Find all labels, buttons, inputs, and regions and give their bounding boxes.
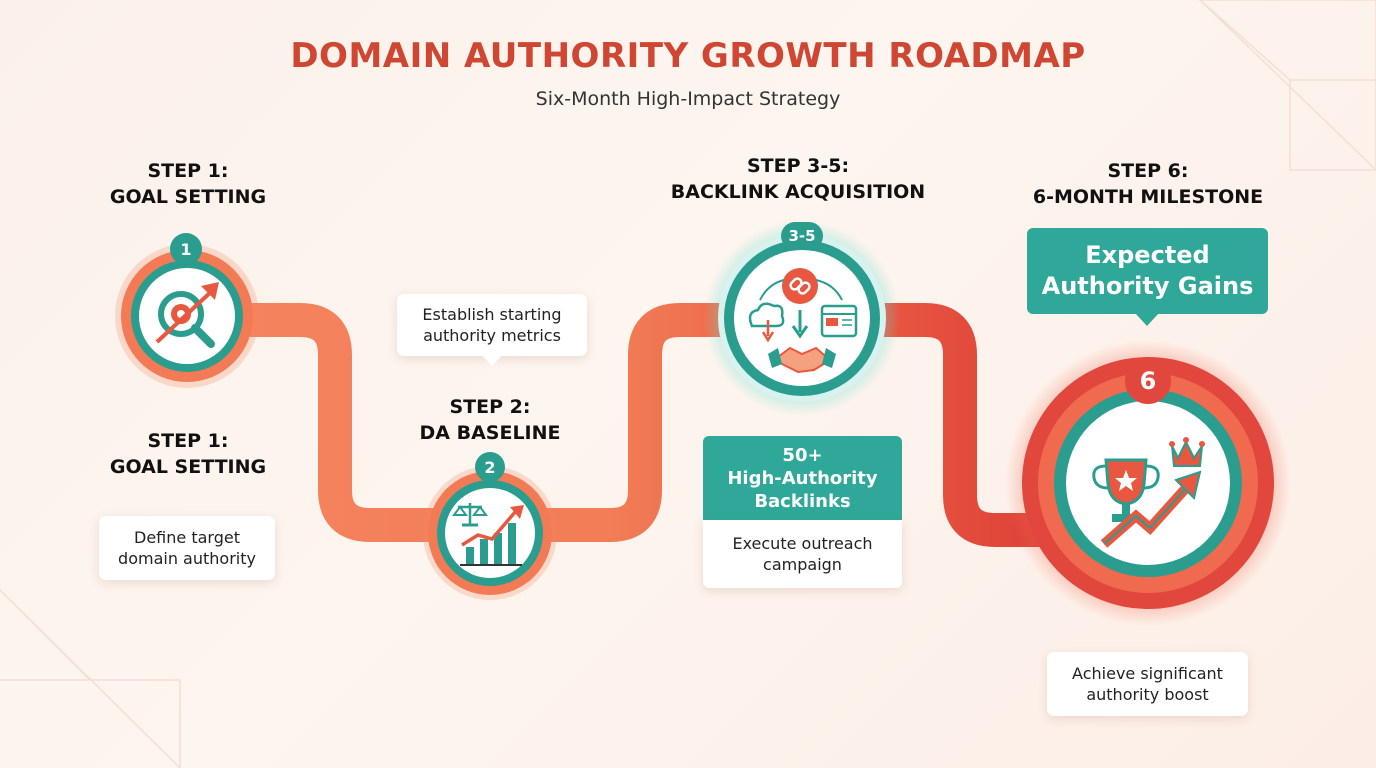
step6-node xyxy=(1005,340,1291,626)
step6-heading: STEP 6: 6-MONTH MILESTONE xyxy=(1032,160,1264,208)
step1-heading-repeat: STEP 1: GOAL SETTING xyxy=(109,430,267,478)
step6-card: Achieve significant authority boost xyxy=(1047,652,1248,716)
step1-card: Define target domain authority xyxy=(99,516,275,580)
trophy-crown-arrow-icon xyxy=(1092,437,1205,548)
scale-bar-chart-icon xyxy=(452,503,524,566)
step1-heading: STEP 1: GOAL SETTING xyxy=(109,160,267,208)
target-magnifier-arrow-icon xyxy=(155,282,219,348)
step3-highlight: 50+ High-Authority Backlinks xyxy=(703,436,902,520)
page-subtitle: Six-Month High-Impact Strategy xyxy=(535,88,841,110)
step3-card: Execute outreach campaign xyxy=(703,520,902,588)
step1-badge: 1 xyxy=(170,233,202,265)
step3-badge: 3-5 xyxy=(781,222,823,250)
step3-node xyxy=(704,220,900,416)
step2-heading: STEP 2: DA BASELINE xyxy=(419,396,561,444)
step6-badge: 6 xyxy=(1125,358,1171,404)
step2-card-pointer xyxy=(482,355,502,366)
step6-callout: Expected Authority Gains xyxy=(1027,228,1268,314)
page-title: DOMAIN AUTHORITY GROWTH ROADMAP xyxy=(290,36,1086,76)
link-cloud-handshake-icon xyxy=(748,268,858,374)
step3-heading: STEP 3-5: BACKLINK ACQUISITION xyxy=(670,155,926,203)
step2-card: Establish starting authority metrics xyxy=(397,294,587,356)
step2-badge: 2 xyxy=(475,452,505,482)
step6-callout-pointer xyxy=(1135,313,1159,326)
